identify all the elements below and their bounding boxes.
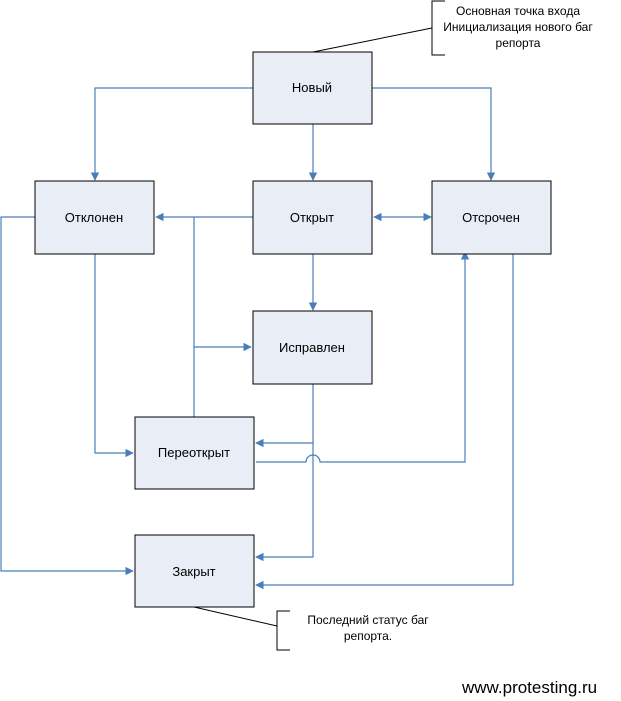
edge-fixed-to-closed	[255, 443, 314, 562]
last-status-callout: Последний статус баг репорта.	[193, 606, 429, 651]
node-fixed: Исправлен	[252, 310, 373, 385]
entry-callout-leader	[312, 27, 433, 53]
entry-note-line2: Инициализация нового баг	[443, 20, 593, 34]
node-fixed-label: Исправлен	[279, 340, 345, 355]
node-reopened: Переоткрыт	[134, 416, 255, 490]
site-url: www.protesting.ru	[462, 678, 598, 697]
edge-rejected-to-reopened	[94, 254, 134, 458]
node-open: Открыт	[252, 180, 373, 255]
edge-new-to-deferred	[372, 87, 496, 181]
edges	[0, 87, 514, 590]
edge-fixed-to-reopened	[255, 384, 314, 448]
last-note-line1: Последний статус баг	[307, 613, 429, 627]
last-callout-bracket	[276, 610, 290, 651]
node-deferred-label: Отсрочен	[462, 210, 520, 225]
edge-rejected-to-closed	[0, 216, 134, 576]
node-rejected-label: Отклонен	[65, 210, 123, 225]
node-closed-label: Закрыт	[172, 564, 215, 579]
node-new: Новый	[252, 51, 373, 125]
entry-note-line3: репорта	[496, 36, 541, 50]
entry-callout: Основная точка входа Инициализация новог…	[312, 0, 593, 56]
node-reopened-label: Переоткрыт	[158, 445, 230, 460]
node-deferred: Отсрочен	[431, 180, 552, 255]
edge-reopened-to-deferred	[256, 251, 470, 463]
edge-new-to-rejected	[90, 87, 253, 181]
node-rejected: Отклонен	[34, 180, 155, 255]
entry-callout-bracket	[431, 0, 445, 56]
node-new-label: Новый	[292, 80, 332, 95]
last-callout-leader	[193, 606, 278, 627]
entry-note-line1: Основная точка входа	[456, 4, 580, 18]
edge-deferred-to-closed	[255, 254, 514, 590]
last-note-line2: репорта.	[344, 629, 392, 643]
node-closed: Закрыт	[134, 534, 255, 608]
node-open-label: Открыт	[290, 210, 334, 225]
